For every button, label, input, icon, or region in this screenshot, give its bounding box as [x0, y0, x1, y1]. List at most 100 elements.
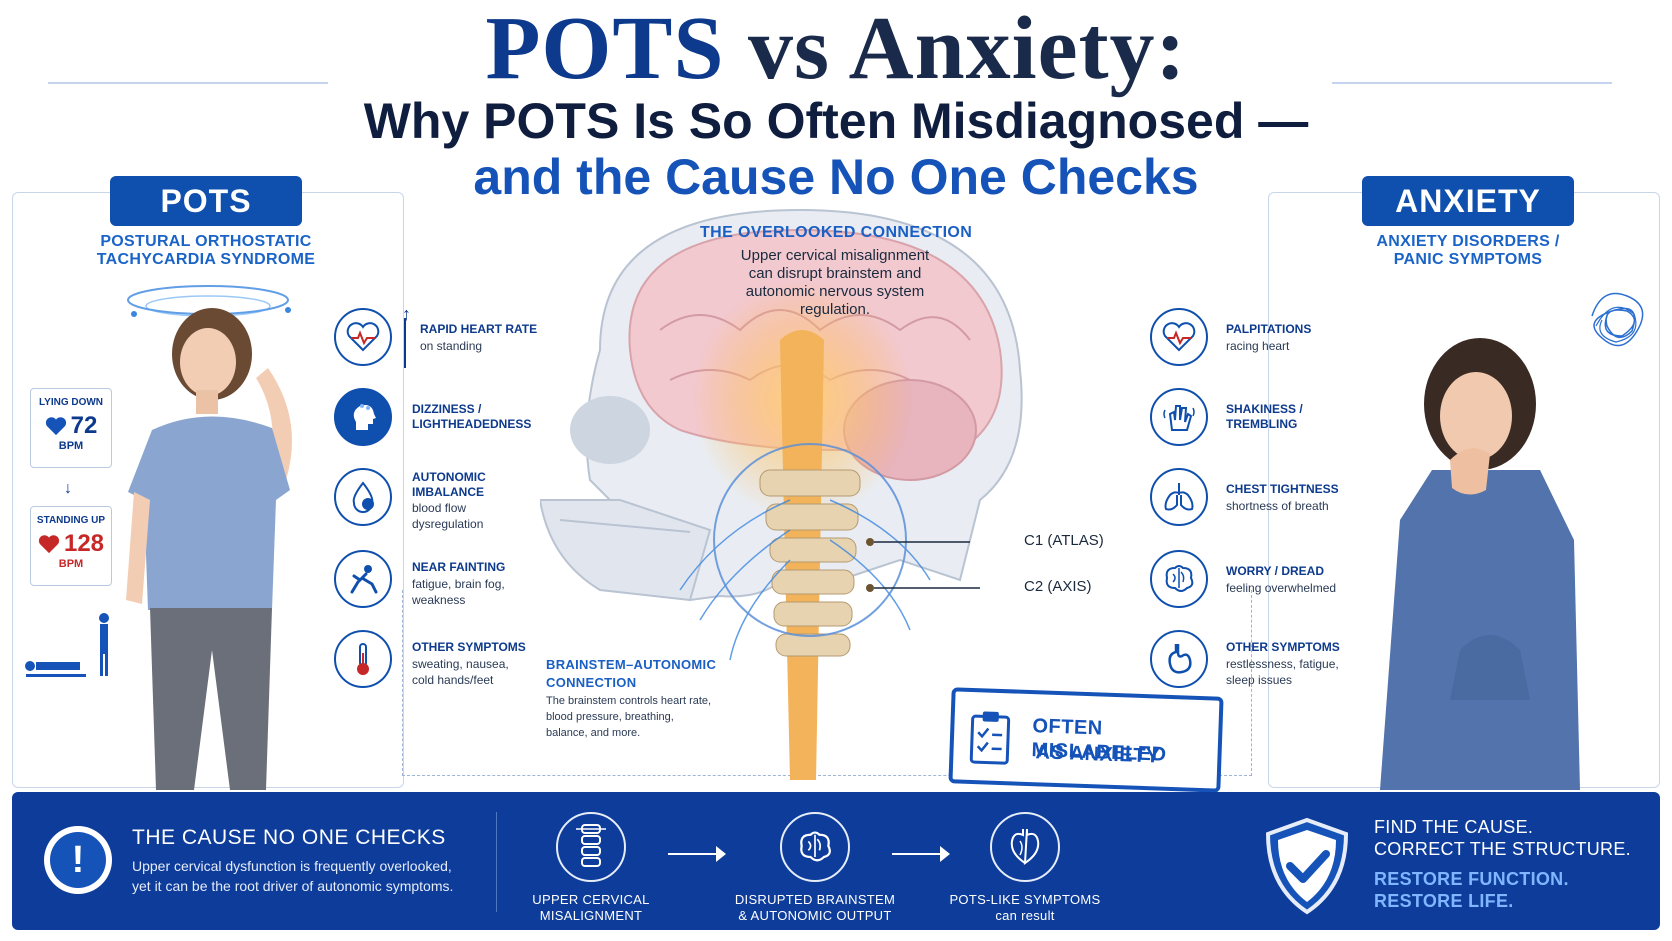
anxiety-symptom-3-title: CHEST TIGHTNESS — [1226, 482, 1339, 496]
tangled-thoughts-icon — [1591, 292, 1644, 347]
standing-up-card: STANDING UP 128 BPM — [30, 506, 112, 586]
anxiety-symptom-1: PALPITATIONS racing heart — [1150, 308, 1370, 368]
heart-icon — [1010, 828, 1040, 865]
pots-symptom-1-desc: on standing — [420, 339, 483, 353]
standing-up-label: STANDING UP — [36, 515, 106, 526]
cta-line3: RESTORE FUNCTION. — [1374, 869, 1569, 889]
anxiety-symptom-1-title: PALPITATIONS — [1226, 322, 1312, 336]
shield-check-icon — [1265, 817, 1349, 915]
arrow-down-icon: ↓ — [64, 480, 72, 497]
anxiety-badge-sub-2: PANIC SYMPTOMS — [1393, 251, 1543, 268]
step-arrow-2 — [892, 853, 944, 855]
brain-icon — [800, 831, 831, 862]
step-2-line2: & AUTONOMIC OUTPUT — [738, 908, 892, 923]
up-arrow-line — [404, 318, 406, 368]
skull-spine-illustration — [540, 208, 1023, 780]
exclamation-icon: ! — [44, 826, 112, 894]
overlooked-connection-line1: Upper cervical misalignment — [740, 247, 930, 264]
anxiety-symptom-5-desc: restlessness, fatigue, — [1226, 657, 1339, 671]
anxiety-symptom-5: OTHER SYMPTOMS restlessness, fatigue, sl… — [1150, 630, 1370, 700]
c1-atlas-label: C1 (ATLAS) — [1024, 532, 1104, 549]
header-rule-right — [1332, 82, 1612, 84]
pots-badge: POTS — [110, 176, 302, 226]
bottom-divider-1 — [496, 812, 497, 912]
lying-down-unit: BPM — [58, 440, 84, 452]
step-arrow-1 — [668, 853, 720, 855]
dizzy-head-icon — [334, 388, 392, 446]
pots-symptoms: ↑ RAPID HEART RATE on standing DIZZINESS… — [334, 304, 554, 708]
overlooked-connection-line4: regulation. — [799, 301, 871, 318]
bottom-text-2: yet it can be the root driver of autonom… — [132, 878, 454, 894]
step-3-line2: can result — [995, 908, 1055, 923]
often-mislabeled-stamp: OFTEN MISLABELED AS ANXIETY — [948, 687, 1224, 793]
title-vs-anxiety: vs Anxiety: — [748, 0, 1187, 98]
dashed-frame — [402, 590, 1252, 776]
bottom-text-1: Upper cervical dysfunction is frequently… — [132, 858, 452, 874]
cta-line4: RESTORE LIFE. — [1374, 891, 1514, 911]
anxiety-symptom-4: WORRY / DREAD feeling overwhelmed — [1150, 550, 1370, 610]
brainstem-connection-title2: CONNECTION — [546, 675, 637, 690]
pots-symptom-1-title: RAPID HEART RATE — [420, 322, 538, 336]
brainstem-text-3: balance, and more. — [546, 727, 641, 739]
lungs-icon — [1150, 468, 1208, 526]
c2-axis-label: C2 (AXIS) — [1024, 578, 1092, 595]
anxiety-badge-sub-1: ANXIETY DISORDERS / — [1376, 233, 1560, 250]
pots-symptom-5-desc: sweating, nausea, — [412, 657, 509, 671]
pots-woman-figure — [90, 270, 350, 790]
anxiety-symptom-2: SHAKINESS / TREMBLING — [1150, 388, 1370, 448]
anxiety-badge: ANXIETY — [1362, 176, 1574, 226]
anxiety-symptom-3: CHEST TIGHTNESS shortness of breath — [1150, 468, 1370, 528]
clipboard-icon — [969, 711, 1011, 765]
pots-symptom-2-title2: LIGHTHEADEDNESS — [412, 417, 532, 431]
pots-symptom-4-title: NEAR FAINTING — [412, 560, 506, 574]
anxiety-symptom-2-title2: TREMBLING — [1226, 417, 1298, 431]
heart-pulse-icon — [1150, 308, 1208, 366]
step-2-line1: DISRUPTED BRAINSTEM — [734, 892, 896, 907]
blood-drop-icon — [334, 468, 392, 526]
header-rule-left — [48, 82, 328, 84]
pots-symptom-5: OTHER SYMPTOMS sweating, nausea, cold ha… — [334, 630, 554, 700]
cta-line1: FIND THE CAUSE. — [1374, 817, 1534, 837]
anxiety-symptoms: PALPITATIONS racing heart SHAKINESS / TR… — [1150, 308, 1370, 708]
standing-up-unit: BPM — [58, 558, 84, 570]
bottom-title: THE CAUSE NO ONE CHECKS — [132, 826, 446, 849]
cta-line2: CORRECT THE STRUCTURE. — [1374, 839, 1631, 859]
spine-icon — [576, 824, 606, 867]
stomach-icon — [1150, 630, 1208, 688]
anxiety-woman-figure — [1360, 320, 1600, 790]
title-pots: POTS — [485, 0, 725, 98]
brain-icon — [1150, 550, 1208, 608]
anxiety-symptom-3-desc: shortness of breath — [1226, 499, 1329, 513]
red-heart-icon — [38, 535, 60, 554]
subtitle-line2: and the Cause No One Checks — [473, 149, 1199, 205]
anxiety-symptom-1-desc: racing heart — [1226, 339, 1290, 353]
pots-symptom-3-desc2: dysregulation — [412, 517, 484, 531]
arrow-head-2 — [940, 846, 950, 862]
anxiety-symptom-4-desc: feeling overwhelmed — [1226, 581, 1337, 595]
anxiety-symptom-5-title: OTHER SYMPTOMS — [1226, 640, 1340, 654]
pots-symptom-2: DIZZINESS / LIGHTHEADEDNESS — [334, 388, 554, 448]
pots-symptom-3-title2: IMBALANCE — [412, 485, 484, 499]
up-arrow-icon: ↑ — [402, 304, 411, 324]
step-1-circle — [556, 812, 626, 882]
page-title: POTS vs Anxiety: — [0, 0, 1672, 98]
step-1-line2: MISALIGNMENT — [539, 908, 643, 923]
heart-pulse-icon — [334, 308, 392, 366]
stamp-line2: AS ANXIETY — [1035, 741, 1161, 768]
standing-up-bpm: 128 — [63, 530, 105, 557]
pots-symptom-1: ↑ RAPID HEART RATE on standing — [334, 304, 554, 368]
lying-down-label: LYING DOWN — [38, 397, 104, 408]
pots-symptom-4-desc: fatigue, brain fog, — [412, 577, 505, 591]
overlooked-connection-line3: autonomic nervous system — [745, 283, 925, 300]
step-1-line1: UPPER CERVICAL — [532, 892, 650, 907]
step-3-circle — [990, 812, 1060, 882]
thermometer-icon — [334, 630, 392, 688]
anxiety-symptom-4-title: WORRY / DREAD — [1226, 564, 1325, 578]
pots-symptom-3: AUTONOMIC IMBALANCE blood flow dysregula… — [334, 468, 554, 538]
brainstem-connection-title1: BRAINSTEM–AUTONOMIC — [546, 657, 717, 672]
pots-symptom-2-title: DIZZINESS / — [412, 402, 482, 416]
anxiety-symptom-2-title: SHAKINESS / — [1226, 402, 1303, 416]
lying-standing-figure-icon — [25, 613, 109, 677]
overlooked-connection-title: THE OVERLOOKED CONNECTION — [700, 224, 973, 241]
pots-symptom-5-title: OTHER SYMPTOMS — [412, 640, 526, 654]
